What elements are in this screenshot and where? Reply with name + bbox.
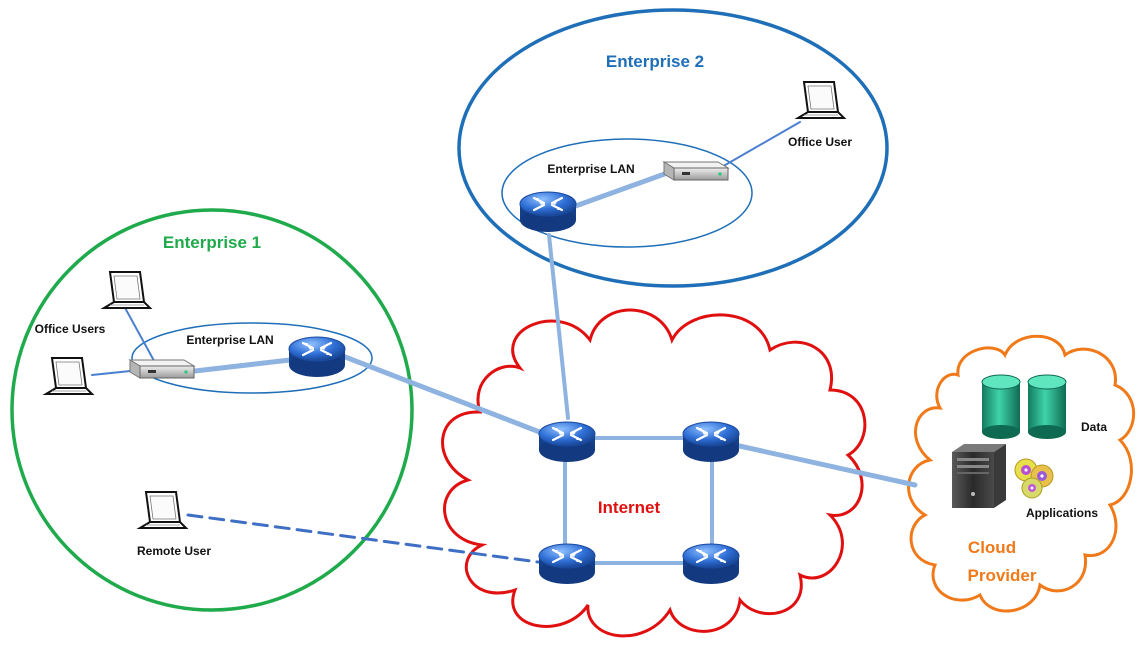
remote-user-label: Remote User xyxy=(137,544,211,558)
link-remote-user-vpn xyxy=(186,513,540,564)
internet-label: Internet xyxy=(598,498,661,517)
router-enterprise-1[interactable] xyxy=(287,335,347,379)
switch-enterprise-2[interactable] xyxy=(663,161,729,181)
server-icon xyxy=(952,444,1006,508)
link-e2-router-switch xyxy=(567,169,673,211)
link-e2-router-internet xyxy=(547,233,570,420)
router-enterprise-2[interactable] xyxy=(518,190,578,234)
switch-enterprise-1[interactable] xyxy=(129,359,195,379)
cloud-provider-label-line2: Provider xyxy=(968,566,1037,585)
database-icon-2 xyxy=(1027,374,1067,439)
enterprise-1-lan-label: Enterprise LAN xyxy=(186,333,273,347)
router-internet-top-right[interactable] xyxy=(681,420,741,464)
enterprise-2-title: Enterprise 2 xyxy=(606,52,704,71)
cloud-provider: Cloud Provider Data Applications xyxy=(907,334,1136,613)
link-e1-switch-router xyxy=(192,357,293,374)
link-e1-laptop2-switch xyxy=(91,370,131,376)
database-icon-1 xyxy=(981,374,1021,439)
enterprise-1-group: Enterprise 1 Enterprise LAN Office Users… xyxy=(10,208,414,612)
laptop-enterprise-2-office-user[interactable] xyxy=(797,81,845,119)
router-internet-top-left[interactable] xyxy=(537,420,597,464)
cloud-provider-outline xyxy=(907,334,1136,613)
laptop-office-user-1[interactable] xyxy=(103,271,151,309)
applications-icon xyxy=(1014,458,1054,499)
link-internet-cloud xyxy=(732,442,918,488)
laptop-remote-user[interactable] xyxy=(139,491,187,529)
link-e1-laptop1-switch xyxy=(123,305,159,369)
applications-label: Applications xyxy=(1026,506,1098,520)
link-e1-router-internet xyxy=(337,352,558,441)
internet-cloud: Internet xyxy=(441,308,867,638)
internet-cloud-outline xyxy=(441,308,867,638)
enterprise-2-lan-boundary xyxy=(501,138,753,248)
enterprise-2-group: Enterprise 2 Enterprise LAN Office User xyxy=(457,8,889,288)
router-internet-bottom-left[interactable] xyxy=(537,542,597,586)
enterprise-1-title: Enterprise 1 xyxy=(163,233,261,252)
office-users-label: Office Users xyxy=(35,322,106,336)
data-label: Data xyxy=(1081,420,1107,434)
link-e2-switch-laptop xyxy=(719,121,801,169)
enterprise-2-lan-label: Enterprise LAN xyxy=(547,162,634,176)
enterprise-1-boundary xyxy=(10,208,414,612)
office-user-label: Office User xyxy=(788,135,852,149)
laptop-office-user-2[interactable] xyxy=(45,357,93,395)
network-links xyxy=(91,121,918,565)
enterprise-1-lan-boundary xyxy=(131,322,373,394)
router-internet-bottom-right[interactable] xyxy=(681,542,741,586)
enterprise-2-boundary xyxy=(457,8,889,288)
cloud-provider-label-line1: Cloud xyxy=(968,538,1016,557)
